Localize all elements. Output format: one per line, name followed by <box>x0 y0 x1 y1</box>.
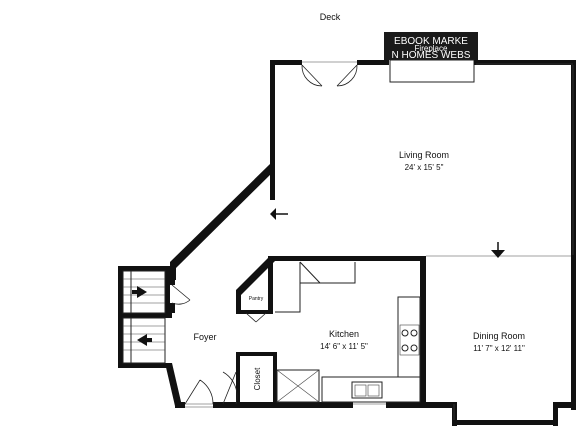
sink <box>351 381 383 399</box>
fireplace-label: Fireplace <box>415 44 448 53</box>
fireplace: EBOOK MARKE Fireplace N HOMES WEBS <box>384 32 478 83</box>
fridge <box>276 369 320 403</box>
watermark-line-1: EBOOK MARKE <box>394 36 468 47</box>
watermark-line-2: N HOMES WEBS <box>392 50 471 61</box>
windows <box>185 61 574 420</box>
living-room-name: Living Room <box>399 150 449 160</box>
stairs-upper <box>122 270 166 314</box>
closet-name: Closet <box>253 367 262 390</box>
kitchen-name: Kitchen <box>329 329 359 339</box>
foyer-name: Foyer <box>193 332 216 342</box>
living-room-dim: 24' x 15' 5" <box>405 163 444 172</box>
pantry-name: Pantry <box>249 296 264 302</box>
arrow-living-left <box>270 208 288 220</box>
stove <box>399 324 420 356</box>
stairs-lower <box>122 317 166 364</box>
arrow-dining-down <box>491 242 505 258</box>
dining-room-dim: 11' 7" x 12' 11" <box>473 344 525 353</box>
exterior-walls <box>118 60 576 426</box>
kitchen-counters <box>275 261 421 403</box>
dining-room-name: Dining Room <box>473 331 525 341</box>
doors <box>171 64 358 405</box>
deck-label: Deck <box>320 12 341 22</box>
kitchen-dim: 14' 6" x 11' 5" <box>320 342 368 351</box>
interior-walls <box>236 60 576 410</box>
